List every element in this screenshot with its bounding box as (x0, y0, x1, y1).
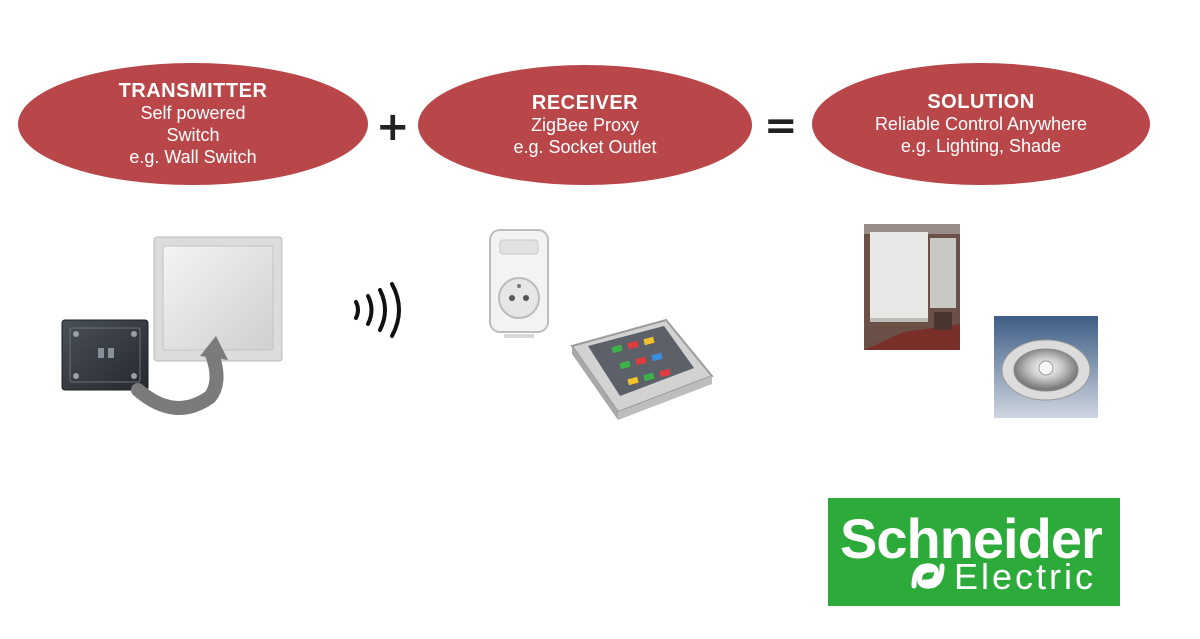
schneider-electric-logo: Schneider Electric (828, 498, 1120, 606)
transmitter-oval: TRANSMITTER Self powered Switch e.g. Wal… (18, 63, 368, 185)
transmitter-line-2: Switch (166, 125, 220, 146)
controller-module-icon (570, 318, 714, 420)
ceiling-light-icon (994, 316, 1098, 418)
receiver-heading: RECEIVER (531, 91, 639, 114)
logo-subtitle: Electric (954, 556, 1097, 597)
solution-line-2: e.g. Lighting, Shade (900, 136, 1062, 157)
radio-waves-icon (354, 282, 401, 338)
socket-outlet-icon (489, 229, 549, 338)
solution-line-1: Reliable Control Anywhere (874, 114, 1088, 135)
window-shade-icon (864, 224, 960, 350)
transmitter-line-1: Self powered (140, 103, 246, 124)
receiver-line-1: ZigBee Proxy (530, 115, 640, 136)
logo-brand: Schneider (840, 507, 1103, 570)
solution-heading: SOLUTION (927, 90, 1035, 113)
equals-operator: = (764, 103, 798, 149)
receiver-oval: RECEIVER ZigBee Proxy e.g. Socket Outlet (418, 65, 752, 185)
plus-operator: + (376, 104, 410, 150)
transmitter-heading: TRANSMITTER (118, 79, 268, 102)
receiver-line-2: e.g. Socket Outlet (513, 137, 657, 158)
schneider-logo-mark-icon (911, 563, 945, 589)
transmitter-line-3: e.g. Wall Switch (129, 147, 257, 168)
wall-switch-icon (61, 236, 283, 415)
solution-oval: SOLUTION Reliable Control Anywhere e.g. … (812, 63, 1150, 185)
